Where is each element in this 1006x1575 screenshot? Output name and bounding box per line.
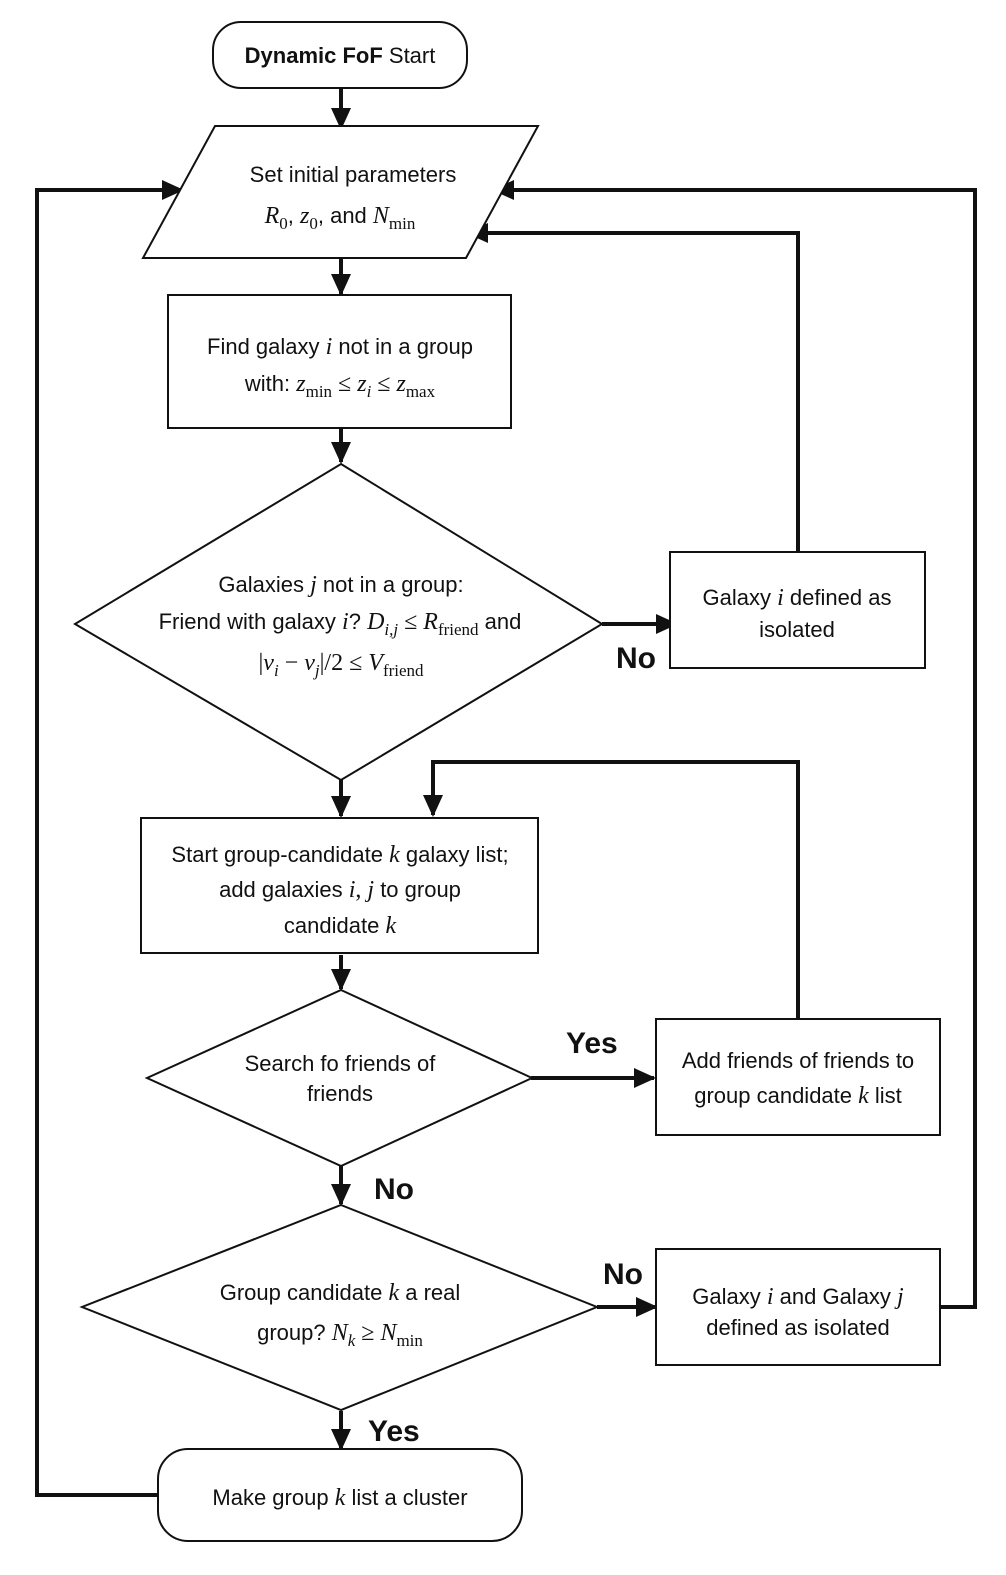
real-group-line2: group? Nk ≥ Nmin bbox=[257, 1320, 423, 1350]
edge-isolated-pair-back-to-params bbox=[492, 180, 977, 1309]
isolated-pair-line1: Galaxy i and Galaxy j bbox=[692, 1284, 904, 1310]
add-friends-line2: group candidate k list bbox=[694, 1083, 902, 1109]
friend-test-line2: Friend with galaxy i? Di,j ≤ Rfriend and bbox=[159, 609, 522, 639]
start-node: Dynamic FoF Start bbox=[212, 21, 468, 89]
candidate-line1: Start group-candidate k galaxy list; bbox=[171, 842, 508, 868]
isolated-single-line2: isolated bbox=[759, 617, 835, 642]
find-galaxy-node: Find galaxy i not in a group with: zmin … bbox=[167, 294, 512, 429]
params-line1: Set initial parameters bbox=[250, 162, 457, 187]
pair-isolated-node: Galaxy i and Galaxy j defined as isolate… bbox=[655, 1248, 941, 1366]
real-group-yes-label: Yes bbox=[368, 1415, 420, 1448]
candidate-line2: add galaxies i, j to group bbox=[219, 877, 461, 903]
group-candidate-node: Start group-candidate k galaxy list; add… bbox=[140, 817, 539, 954]
find-line2: with: zmin ≤ zi ≤ zmax bbox=[244, 371, 436, 401]
params-line2: R0, z0, and Nmin bbox=[264, 203, 416, 233]
cluster-line1: Make group k list a cluster bbox=[212, 1485, 467, 1511]
search-line2: friends bbox=[307, 1081, 373, 1106]
find-line1: Find galaxy i not in a group bbox=[207, 334, 473, 360]
friend-test-no-label: No bbox=[616, 642, 656, 675]
isolated-pair-line2: defined as isolated bbox=[706, 1315, 889, 1340]
add-friends-node: Add friends of friends to group candidat… bbox=[655, 1018, 941, 1136]
start-rest-label: Start bbox=[383, 43, 436, 68]
search-line1: Search fo friends of bbox=[245, 1051, 437, 1076]
set-parameters-node: Set initial parameters R0, z0, and Nmin bbox=[141, 125, 540, 259]
start-bold-label: Dynamic FoF bbox=[245, 43, 383, 68]
add-friends-line1: Add friends of friends to bbox=[682, 1048, 914, 1073]
svg-text:Dynamic FoF Start: Dynamic FoF Start bbox=[245, 43, 436, 68]
real-group-decision: Group candidate k a real group? Nk ≥ Nmi… bbox=[79, 1203, 600, 1412]
candidate-line3: candidate k bbox=[284, 913, 397, 939]
isolated-single-line1: Galaxy i defined as bbox=[703, 585, 892, 611]
real-group-no-label: No bbox=[603, 1258, 643, 1291]
real-group-line1: Group candidate k a real bbox=[220, 1280, 461, 1306]
edge-cluster-back-to-params bbox=[35, 180, 184, 1497]
search-no-label: No bbox=[374, 1173, 414, 1206]
friend-test-line3: |vi − vj|/2 ≤ Vfriend bbox=[258, 650, 424, 680]
friend-test-line1: Galaxies j not in a group: bbox=[218, 572, 463, 598]
search-friends-decision: Search fo friends of friends bbox=[144, 988, 535, 1168]
search-yes-label: Yes bbox=[566, 1027, 618, 1060]
edge-add-friends-back-to-candidate bbox=[423, 760, 800, 1019]
make-cluster-node: Make group k list a cluster bbox=[157, 1448, 523, 1542]
galaxy-isolated-node: Galaxy i defined as isolated bbox=[669, 551, 926, 669]
friend-test-decision: Galaxies j not in a group: Friend with g… bbox=[73, 462, 604, 782]
edge-isolated-back-to-params bbox=[466, 223, 800, 552]
